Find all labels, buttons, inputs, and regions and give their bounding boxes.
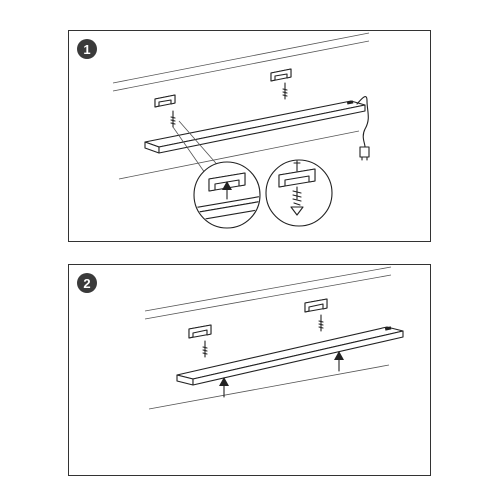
arrow-up-icon xyxy=(334,351,344,372)
cabinet-edge-line xyxy=(112,40,370,92)
screw-icon xyxy=(170,110,176,128)
detail-leader-line xyxy=(178,120,222,170)
mounting-clip-icon xyxy=(304,298,328,313)
cabinet-edge-line xyxy=(144,266,392,312)
screw-icon xyxy=(290,160,304,216)
cabinet-edge-line xyxy=(148,364,390,410)
screw-icon xyxy=(202,340,208,358)
arrow-up-icon xyxy=(222,181,232,200)
screw-icon xyxy=(318,314,324,332)
step-2-illustration xyxy=(144,266,404,410)
mounting-clip-icon xyxy=(188,324,212,339)
cabinet-edge-line xyxy=(118,130,360,180)
detail-leader-line xyxy=(172,126,206,174)
mounting-clip-icon xyxy=(154,94,176,108)
step-1-illustration xyxy=(112,32,370,229)
cabinet-edge-line xyxy=(144,274,392,320)
led-light-bar xyxy=(176,326,404,386)
magnifier-circle-icon xyxy=(193,161,261,229)
cabinet-edge-line xyxy=(112,32,370,84)
step-2-panel: 2 xyxy=(68,264,431,476)
step-2-badge: 2 xyxy=(77,273,97,293)
step-1-badge: 1 xyxy=(77,39,97,59)
led-light-bar xyxy=(144,100,366,154)
step-1-panel: 1 xyxy=(68,30,431,242)
magnifier-circle-icon xyxy=(265,159,333,227)
screw-icon xyxy=(282,82,288,100)
arrow-up-icon xyxy=(219,377,229,398)
power-plug-icon xyxy=(356,96,370,161)
mounting-clip-icon xyxy=(270,68,292,82)
